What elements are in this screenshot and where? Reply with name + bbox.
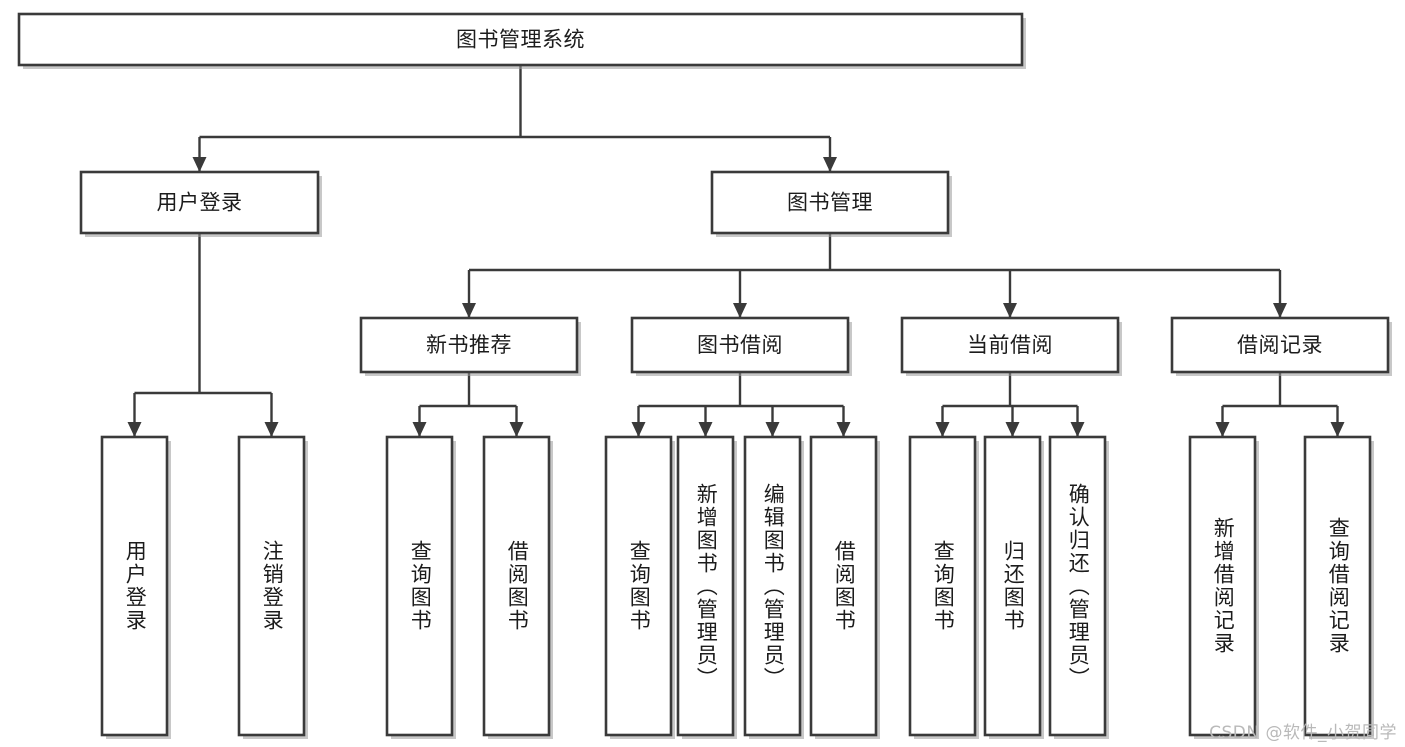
arrow-head [935, 422, 950, 437]
arrow-head [1273, 303, 1287, 318]
node-label-root: 图书管理系统 [456, 28, 585, 52]
node-box-leaf-add-record[interactable] [1188, 435, 1257, 737]
arrow-head [192, 157, 207, 172]
box-layer [17, 12, 1392, 739]
arrow-head [765, 422, 780, 437]
arrow-head [733, 303, 747, 318]
arrow-head [462, 303, 476, 318]
node-box-leaf-query-book-2[interactable] [604, 435, 673, 737]
arrow-head [1215, 422, 1230, 437]
node-box-leaf-query-book-3[interactable] [908, 435, 977, 737]
arrow-head [631, 422, 646, 437]
node-label-new-book-recommend: 新书推荐 [426, 333, 512, 357]
arrow-head [698, 422, 713, 437]
arrow-head [412, 422, 427, 437]
connector-layer [127, 65, 1345, 437]
node-box-user-login[interactable] [79, 170, 320, 235]
node-box-leaf-return-book[interactable] [983, 435, 1042, 737]
node-box-leaf-query-book-1[interactable] [385, 435, 454, 737]
arrow-head [264, 422, 279, 437]
arrow-head [823, 157, 837, 172]
csdn-watermark: CSDN @软件_小贺同学 [1209, 723, 1397, 743]
arrow-head [1330, 422, 1345, 437]
arrow-head [836, 422, 851, 437]
node-box-leaf-user-login[interactable] [100, 435, 169, 737]
node-label-current-borrow: 当前借阅 [967, 333, 1053, 357]
node-box-book-borrow[interactable] [630, 316, 850, 374]
node-box-leaf-confirm-return[interactable] [1048, 435, 1107, 737]
node-box-new-book-recommend[interactable] [359, 316, 579, 374]
node-box-current-borrow[interactable] [900, 316, 1120, 374]
node-box-leaf-user-logout[interactable] [237, 435, 306, 737]
node-box-leaf-borrow-book-1[interactable] [482, 435, 551, 737]
node-label-user-login: 用户登录 [157, 191, 243, 215]
arrow-head [127, 422, 142, 437]
arrow-head [1070, 422, 1085, 437]
node-label-borrow-record: 借阅记录 [1237, 333, 1323, 357]
node-box-leaf-edit-book[interactable] [743, 435, 802, 737]
arrow-head [1003, 303, 1017, 318]
node-box-leaf-query-record[interactable] [1303, 435, 1372, 737]
node-box-root[interactable] [17, 12, 1024, 67]
arrow-head [1005, 422, 1020, 437]
node-box-book-manage[interactable] [710, 170, 950, 235]
node-label-book-manage: 图书管理 [787, 191, 873, 215]
arrow-head [509, 422, 524, 437]
node-box-borrow-record[interactable] [1170, 316, 1390, 374]
node-label-book-borrow: 图书借阅 [697, 333, 783, 357]
node-box-leaf-add-book[interactable] [676, 435, 735, 737]
node-box-leaf-borrow-book-2[interactable] [809, 435, 878, 737]
